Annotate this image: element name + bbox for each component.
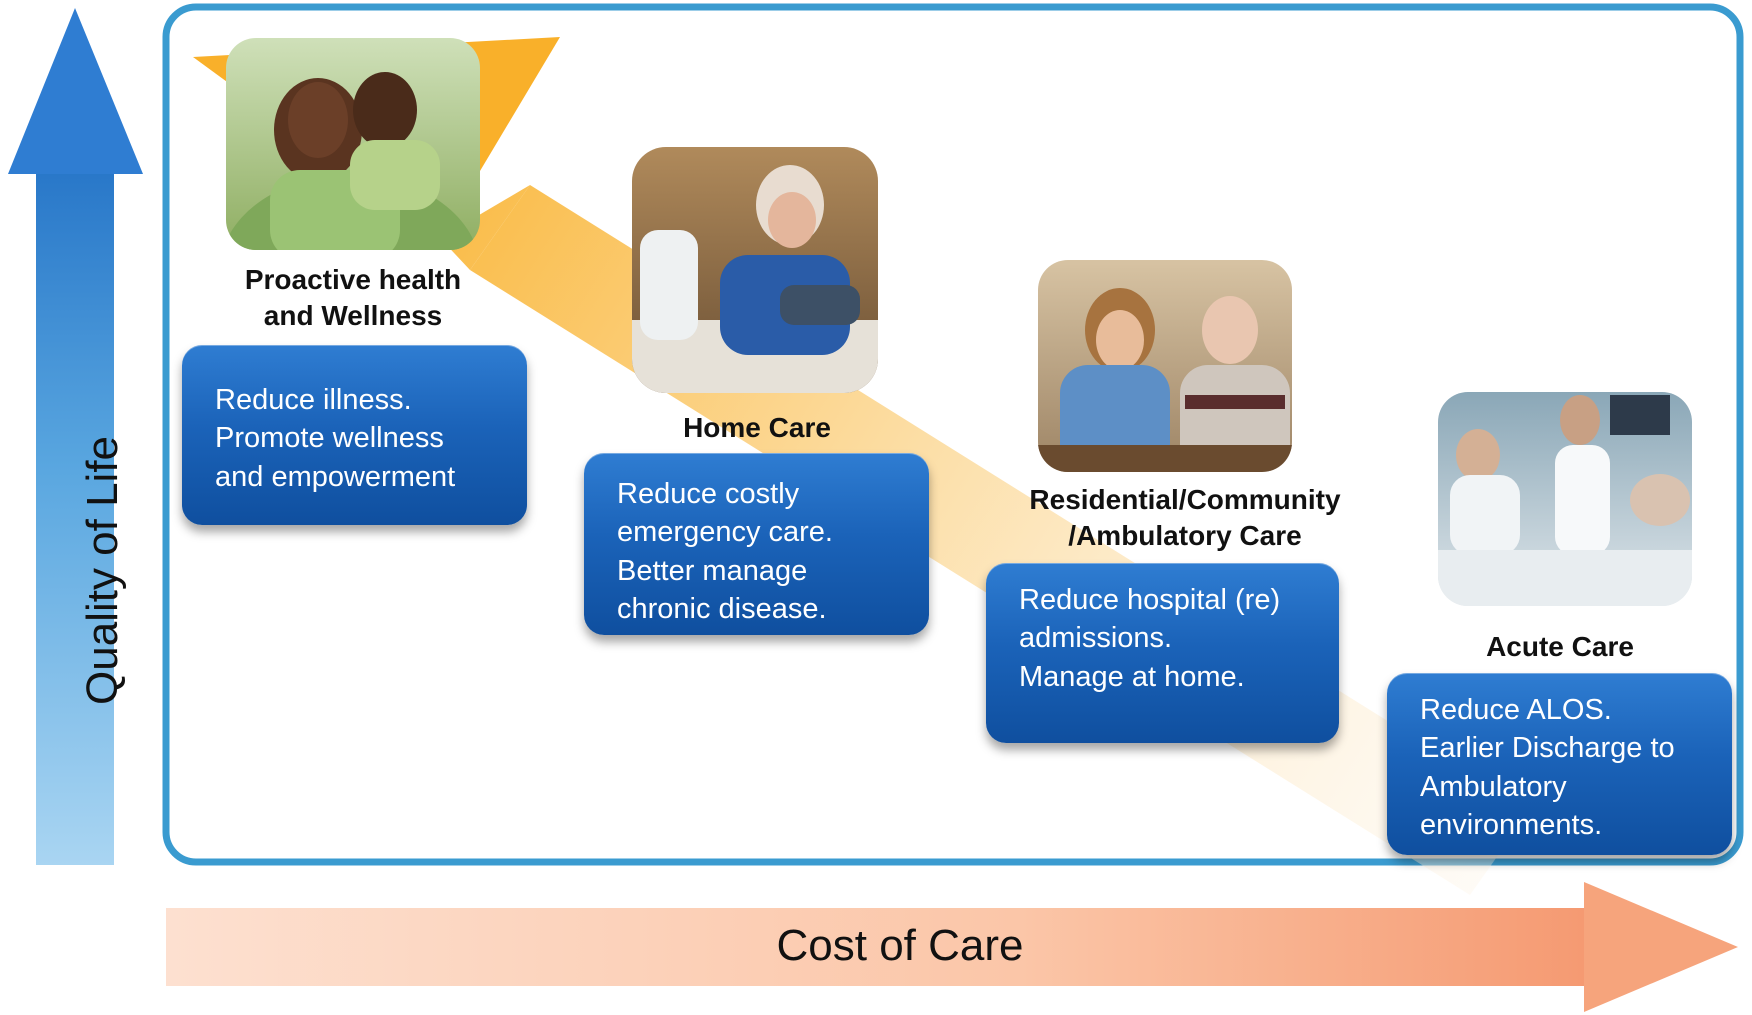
stage-box-line: Manage at home.: [1019, 660, 1245, 693]
stage-box-line: Reduce hospital (re): [1019, 584, 1281, 616]
x-axis-label: Cost of Care: [776, 921, 1024, 970]
stage-title-acute-care: Acute Care: [1486, 631, 1634, 662]
stage-box-proactive-health: Reduce illness. Promote wellness and emp…: [182, 345, 527, 525]
quality-of-life-arrow: [8, 8, 143, 865]
stage-title-proactive-health: Proactive health and Wellness: [244, 264, 462, 332]
stage-box-acute-care: Reduce ALOS. Earlier Discharge to Ambula…: [1387, 673, 1732, 855]
stage-box-line: environments.: [1420, 808, 1603, 841]
stage-box-home-care: Reduce costly emergency care. Better man…: [584, 453, 929, 635]
stage-box-residential-care: Reduce hospital (re) admissions. Manage …: [986, 563, 1339, 743]
cost-of-care-arrow: [166, 882, 1738, 1012]
stage-box-line: Reduce illness.: [215, 384, 412, 416]
stage-box-line: Reduce costly: [617, 478, 800, 510]
stage-box-line: Promote wellness: [215, 422, 444, 455]
hospital-ward-photo: [1438, 392, 1692, 606]
stage-title-home-care: Home Care: [683, 412, 831, 443]
mother-and-child-photo: [226, 38, 480, 250]
stage-box-line: Reduce ALOS.: [1420, 694, 1612, 726]
stage-box-line: Ambulatory: [1420, 770, 1567, 803]
stage-box-line: Earlier Discharge to: [1420, 732, 1675, 765]
stage-box-line: Better manage: [617, 554, 808, 587]
senior-blood-pressure-photo: [632, 147, 878, 393]
stage-box-line: emergency care.: [617, 516, 833, 549]
stage-box-line: chronic disease.: [617, 592, 827, 625]
caregiver-and-senior-photo: [1038, 260, 1292, 472]
y-axis-label: Quality of Life: [78, 435, 127, 705]
stage-title-residential-care: Residential/Community /Ambulatory Care: [1029, 484, 1341, 552]
stage-box-line: and empowerment: [215, 460, 456, 493]
stage-box-line: admissions.: [1019, 622, 1173, 655]
